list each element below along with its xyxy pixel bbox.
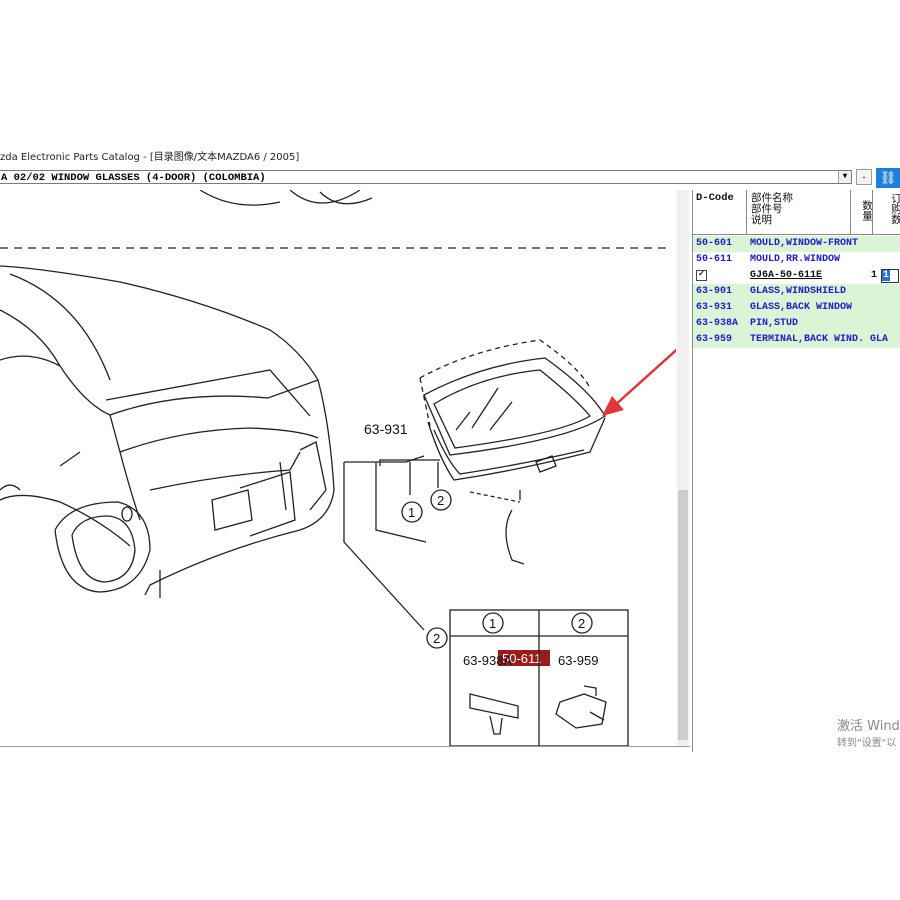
callout-2-label: 2 <box>437 493 444 508</box>
parts-list-pane: D-Code 部件名称 部件号 说明 数量 订购数 50-601 MOULD,W… <box>692 190 900 752</box>
highlight-part-label[interactable]: 50-611 <box>502 651 542 666</box>
toolbar: A 02/02 WINDOW GLASSES (4-DOOR) (COLOMBI… <box>0 168 900 188</box>
order-quantity-input[interactable]: 1 <box>881 269 899 283</box>
column-dcode[interactable]: D-Code <box>693 190 747 234</box>
part-row-selected[interactable]: 50-611 MOULD,RR.WINDOW <box>693 252 900 268</box>
callout-circle-2b <box>426 627 448 649</box>
part-row[interactable]: 63-931 GLASS,BACK WINDOW <box>693 300 900 316</box>
back-window-assembly <box>343 339 606 631</box>
callout-1-label: 1 <box>408 505 415 520</box>
extra-button[interactable]: - <box>856 169 872 185</box>
pointer-arrow <box>602 348 676 416</box>
column-part-name-line3: 说明 <box>751 214 772 226</box>
part-row-code: 63-901 <box>696 286 733 297</box>
part-quantity: 1 <box>871 270 878 281</box>
activation-watermark-line1: 激活 Wind <box>837 719 900 734</box>
activation-watermark-line2: 转到"设置"以 <box>837 738 897 749</box>
part-row-code: 63-931 <box>696 302 733 313</box>
link-parts-icon[interactable]: ⛓ <box>876 168 900 188</box>
part-row-code: 50-611 <box>696 254 733 265</box>
upper-outline-2 <box>289 190 361 204</box>
section-dropdown-value: A 02/02 WINDOW GLASSES (4-DOOR) (COLOMBI… <box>1 172 266 184</box>
part-row-desc: MOULD,WINDOW-FRONT <box>750 238 859 249</box>
part-row-desc: GLASS,WINDSHIELD <box>750 286 847 297</box>
diagram-pane: 63-931 1 2 2 50-611 <box>0 190 676 746</box>
part-row-code: 50-601 <box>696 238 733 249</box>
scrollbar-thumb[interactable] <box>678 490 688 740</box>
parts-diagram: 63-931 1 2 2 50-611 <box>0 190 676 746</box>
diagram-vertical-scrollbar[interactable] <box>677 190 689 746</box>
legend-part-2: 63-959 <box>558 653 598 668</box>
part-row[interactable]: 50-601 MOULD,WINDOW-FRONT <box>693 236 900 252</box>
part-row-code: 63-938A <box>696 318 739 329</box>
column-part-name-line1: 部件名称 <box>751 192 793 204</box>
part-row-desc: PIN,STUD <box>750 318 799 329</box>
callout-circle-2 <box>430 489 452 511</box>
column-part-name[interactable]: 部件名称 部件号 说明 <box>747 190 851 234</box>
parts-table-header: D-Code 部件名称 部件号 说明 数量 订购数 <box>693 190 900 235</box>
car-illustration <box>0 265 335 598</box>
part-row[interactable]: 63-938A PIN,STUD <box>693 316 900 332</box>
part-row-code: 63-959 <box>696 334 733 345</box>
legend-part-1: 63-938A <box>463 653 512 668</box>
part-number[interactable]: GJ6A-50-611E <box>750 270 823 281</box>
callout-2b-label: 2 <box>433 631 440 646</box>
section-dropdown[interactable]: A 02/02 WINDOW GLASSES (4-DOOR) (COLOMBI… <box>0 170 852 184</box>
window-title: zda Electronic Parts Catalog - [目录图像/文本M… <box>0 152 300 163</box>
part-row[interactable]: 63-901 GLASS,WINDSHIELD <box>693 284 900 300</box>
part-row[interactable]: 63-959 TERMINAL,BACK WIND. GLA <box>693 332 900 348</box>
legend-table <box>449 609 629 746</box>
part-row-desc: GLASS,BACK WINDOW <box>750 302 853 313</box>
part-row-desc: MOULD,RR.WINDOW <box>750 254 841 265</box>
column-order[interactable]: 订购数 <box>890 193 900 225</box>
part-row-desc: TERMINAL,BACK WIND. GLA <box>750 334 889 345</box>
callout-group-label: 63-931 <box>364 421 408 437</box>
column-part-name-line2: 部件号 <box>751 203 783 215</box>
parts-catalog-window: zda Electronic Parts Catalog - [目录图像/文本M… <box>0 148 900 752</box>
upper-outline <box>199 190 281 206</box>
legend-num-1: 1 <box>489 616 496 631</box>
highlight-label-box[interactable] <box>498 650 550 666</box>
callout-circle-1 <box>401 501 423 523</box>
order-quantity-value: 1 <box>882 270 891 281</box>
column-quantity[interactable]: 数量 <box>851 190 873 234</box>
chevron-down-icon[interactable]: ▾ <box>838 171 851 183</box>
part-detail-row[interactable]: ✓ GJ6A-50-611E 1 1 <box>693 268 900 284</box>
legend-num-2: 2 <box>578 616 585 631</box>
part-detail-checkbox[interactable]: ✓ <box>696 270 707 281</box>
bottom-border <box>0 746 690 747</box>
